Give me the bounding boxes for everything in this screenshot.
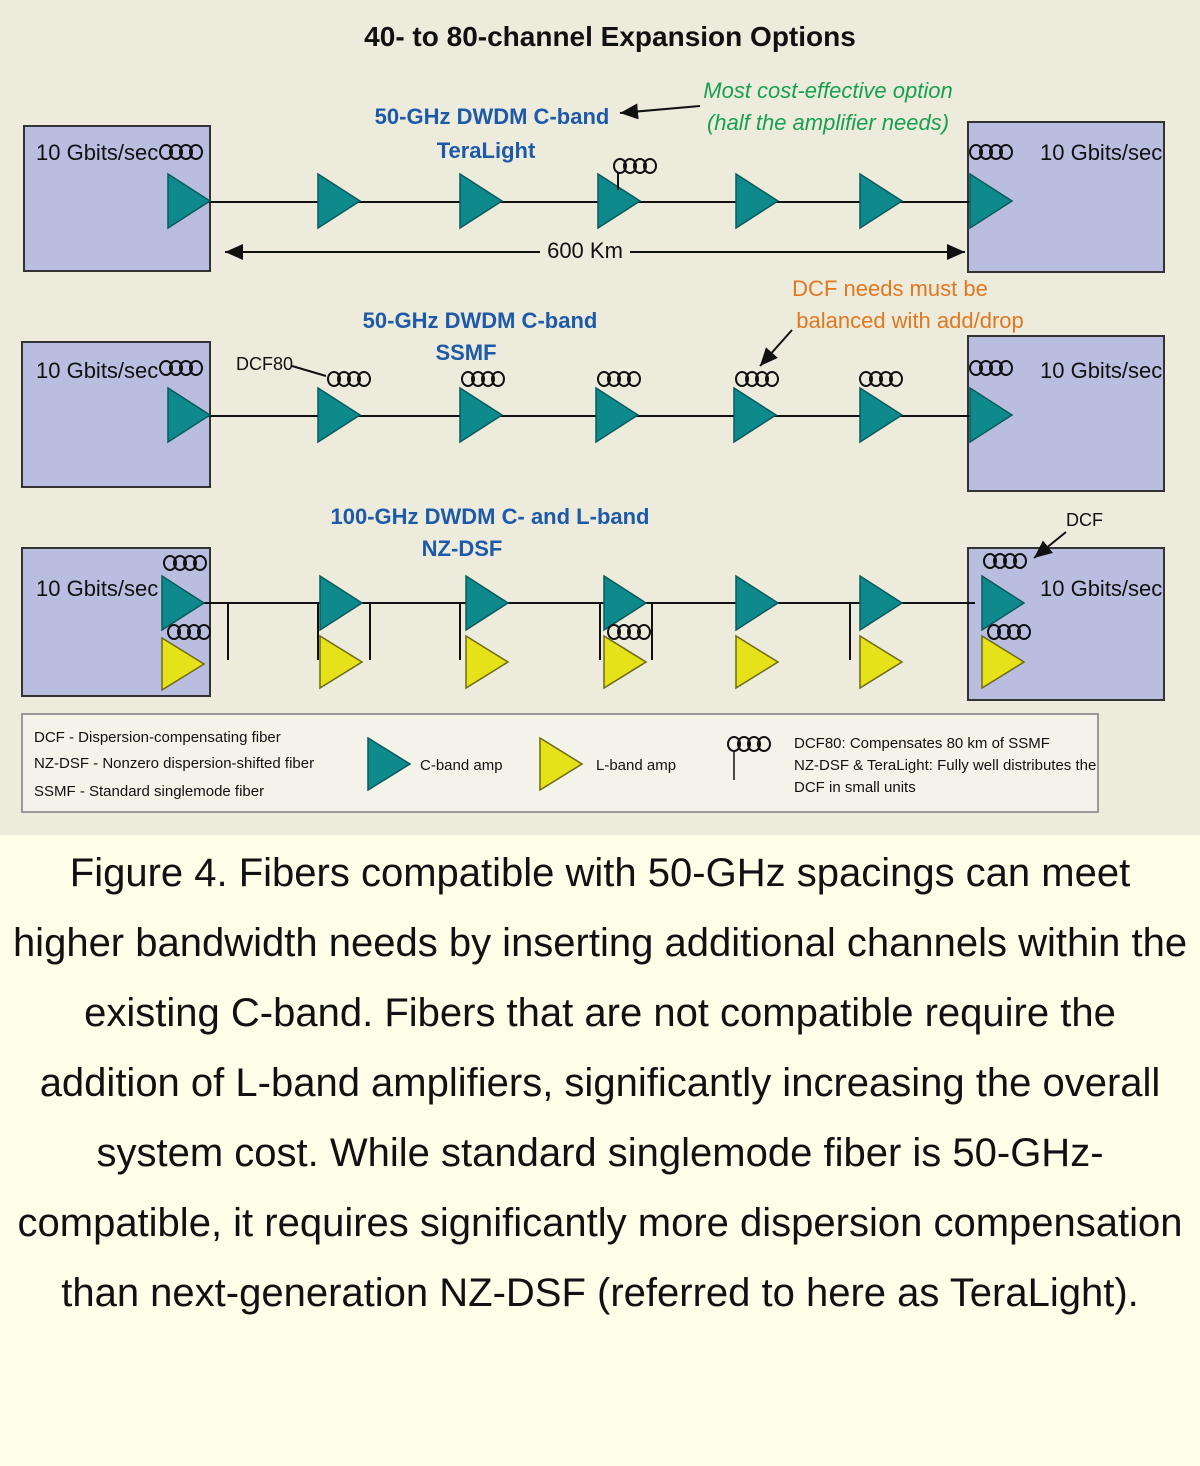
row-teralight: 10 Gbits/sec 10 Gbits/sec 50-GHz DWDM C-… [23,78,1165,273]
c-band-amp-icon [735,574,780,632]
c-band-amp-icon [969,172,1014,230]
callout-arrow [759,329,793,367]
l-band-amp-icon [981,634,1026,690]
legend-dcf-line2: NZ-DSF & TeraLight: Fully well distribut… [794,757,1096,774]
c-band-amp-icon [603,574,648,632]
diagram-svg: 40- to 80-channel Expansion Options 10 G… [21,21,1165,813]
cost-note-line1: Most cost-effective option [703,78,952,103]
band-label: 50-GHz DWDM C-band [375,104,610,129]
dcf-coil-icon [735,371,779,387]
l-band-amp-icon [465,634,510,690]
dcf-label: DCF [1066,510,1103,530]
legend-abbr-dcf: DCF - Dispersion-compensating fiber [34,729,281,746]
c-band-amp-icon [733,386,778,444]
callout-line [291,365,327,377]
dcf-coil-icon [613,158,657,174]
legend-dcf-line1: DCF80: Compensates 80 km of SSMF [794,735,1050,752]
c-band-amp-icon [735,172,780,230]
c-band-amp-icon [161,574,206,632]
l-band-amp-icon [161,636,206,692]
dcf-coil-icon [597,371,641,387]
legend-c-band-label: C-band amp [420,757,503,774]
figure-title: 40- to 80-channel Expansion Options [364,21,856,52]
dcf-coil-icon [859,371,903,387]
l-band-amp-icon [603,634,648,690]
dcf-coil-icon [327,371,371,387]
terminal-label-left: 10 Gbits/sec [36,358,158,383]
c-band-amp-icon [459,386,504,444]
l-band-amp-icon [319,634,364,690]
figure-caption: Figure 4. Fibers compatible with 50-GHz … [12,851,1188,1315]
c-band-amp-icon [317,386,362,444]
fiber-type-label: NZ-DSF [422,536,503,561]
c-band-amp-icon [969,386,1014,444]
terminal-label-right: 10 Gbits/sec [1040,576,1162,601]
dcf-coil-icon [461,371,505,387]
row-ssmf: 10 Gbits/sec 10 Gbits/sec DCF80 50-GHz D… [21,276,1165,492]
dcf-note-line2: balanced with add/drop [796,308,1024,333]
terminal-label-right: 10 Gbits/sec [1040,358,1162,383]
terminal-label-left: 10 Gbits/sec [36,576,158,601]
legend-l-band-amp-icon [539,736,584,792]
c-band-amp-icon [859,386,904,444]
c-band-amp-icon [167,386,212,444]
legend-c-band-amp-icon [367,736,412,792]
legend-dcf-line3: DCF in small units [794,779,916,796]
terminal-label-left: 10 Gbits/sec [36,140,158,165]
cost-note-line2: (half the amplifier needs) [707,110,949,135]
l-band-amp-icon [735,634,780,690]
c-band-amp-icon [859,574,904,632]
c-band-amp-icon [459,172,504,230]
c-band-amp-icon [465,574,510,632]
row-nzdsf: 10 Gbits/sec 10 Gbits/sec 100-G [21,504,1165,701]
c-band-amp-icon [859,172,904,230]
fiber-type-label: TeraLight [437,138,536,163]
distance-label: 600 Km [547,238,623,263]
dcf80-label: DCF80 [236,354,293,374]
c-band-amp-icon [981,574,1026,632]
dcf-note-line1: DCF needs must be [792,276,988,301]
callout-arrow [619,103,701,120]
c-band-amp-icon [319,574,364,632]
diagram-figure: 40- to 80-channel Expansion Options 10 G… [0,0,1200,835]
terminal-label-right: 10 Gbits/sec [1040,140,1162,165]
fiber-type-label: SSMF [435,340,496,365]
legend-abbr-nzdsf: NZ-DSF - Nonzero dispersion-shifted fibe… [34,755,314,772]
band-label: 100-GHz DWDM C- and L-band [331,504,650,529]
callout-arrow [1033,531,1067,559]
c-band-amp-icon [595,386,640,444]
legend-abbr-ssmf: SSMF - Standard singlemode fiber [34,783,264,800]
c-band-amp-icon [167,172,212,230]
legend: DCF - Dispersion-compensating fiber NZ-D… [21,713,1099,813]
c-band-amp-icon [317,172,362,230]
legend-l-band-label: L-band amp [596,757,676,774]
band-label: 50-GHz DWDM C-band [363,308,598,333]
l-band-amp-icon [859,634,904,690]
dcf-coil-icon [607,624,651,640]
